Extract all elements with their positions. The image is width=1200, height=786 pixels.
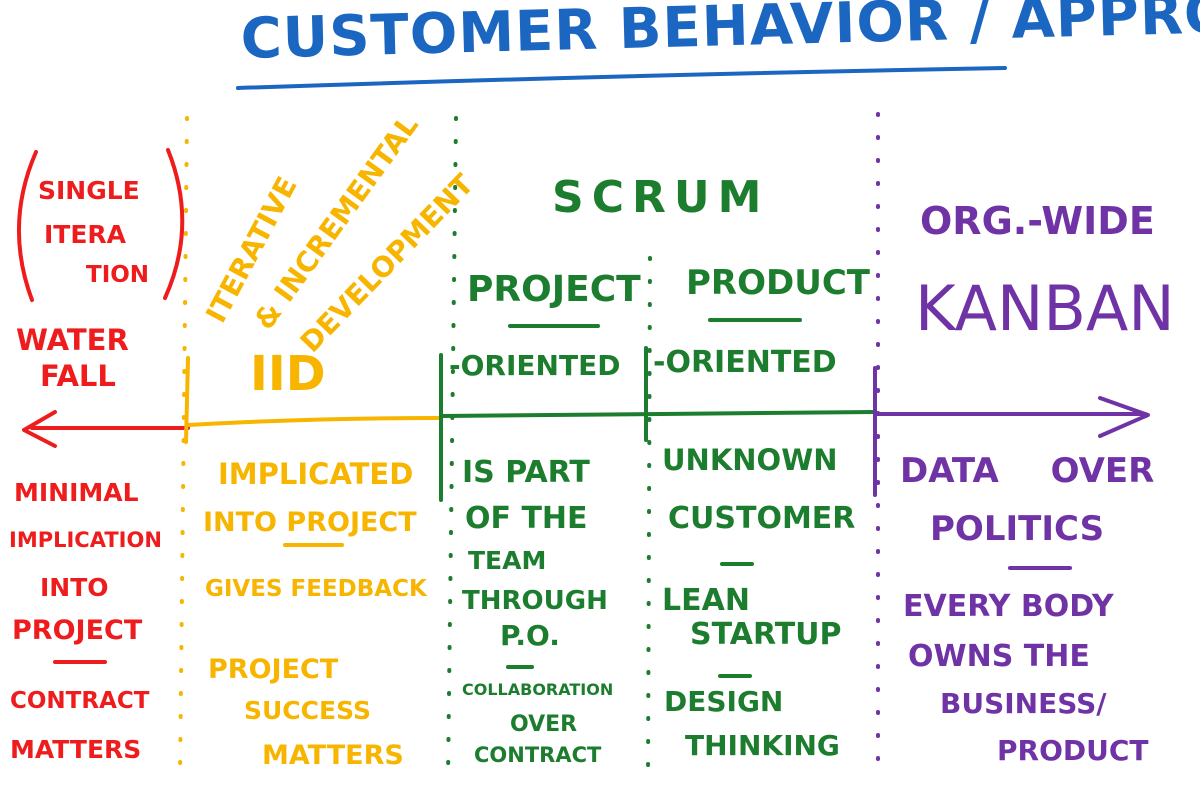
separator-iid-scrum: [446, 116, 458, 780]
bracket-left: [16, 150, 38, 302]
axis-scrum-segment: [440, 410, 877, 418]
single-iteration-label-line-2: ITERA: [44, 220, 127, 249]
waterfall-note-line-1: MINIMAL: [14, 478, 139, 507]
title-underline: [236, 66, 1007, 90]
kanban-note-line-4: OWNS THE: [908, 639, 1090, 674]
kanban-note-line-5: BUSINESS/: [940, 687, 1107, 720]
scrum-product-heading: PRODUCT: [686, 263, 870, 303]
waterfall-note-line-5: CONTRACT: [10, 688, 150, 714]
kanban-note-line-1: DATA OVER: [900, 451, 1155, 491]
iid-note-line-3: GIVES FEEDBACK: [205, 576, 427, 602]
scrum-project-note-line-5: P.O.: [500, 619, 560, 652]
waterfall-note-line-6: MATTERS: [10, 735, 142, 764]
kanban-label-line-2: KANBAN: [915, 272, 1175, 345]
waterfall-note-line-4: PROJECT: [12, 615, 143, 646]
axis-kanban-arrowhead: [1098, 396, 1150, 438]
kanban-note-line-2: POLITICS: [930, 509, 1105, 549]
scrum-project-note-line-7: OVER: [510, 712, 578, 737]
scrum-project-heading: PROJECT: [467, 269, 641, 310]
scrum-name: SCRUM: [552, 172, 770, 223]
waterfall-note-line-3: INTO: [40, 573, 109, 602]
scrum-project-note-line-6: COLLABORATION: [462, 680, 614, 699]
scrum-product-note-line-1: UNKNOWN: [662, 443, 838, 477]
kanban-label-line-1: ORG.-WIDE: [920, 199, 1155, 243]
scrum-product-note-line-5: DESIGN: [664, 685, 784, 718]
bracket-right: [163, 148, 185, 300]
waterfall-note-line-2: IMPLICATION: [9, 528, 162, 552]
iid-note-line-5: SUCCESS: [244, 696, 371, 725]
scrum-product-note-line-6: THINKING: [685, 729, 840, 762]
axis-iid-segment: [186, 416, 442, 427]
axis-waterfall-arrowhead: [22, 410, 57, 448]
scrum-product-subheading: -ORIENTED: [653, 345, 837, 380]
iid-name: IID: [250, 346, 326, 402]
scrum-project-note-line-1: IS PART: [462, 455, 590, 490]
tick-waterfall-iid: [184, 356, 190, 444]
waterfall-name-line-1: WATER: [16, 323, 129, 357]
scrum-project-note-line-3: TEAM: [468, 546, 547, 575]
iid-note-line-6: MATTERS: [262, 740, 404, 771]
scrum-product-note-line-4: STARTUP: [690, 617, 842, 652]
iid-note-line-4: PROJECT: [208, 654, 339, 685]
kanban-note-line-3: EVERY BODY: [903, 589, 1114, 624]
single-iteration-label-line-1: SINGLE: [38, 176, 140, 205]
scrum-project-note-line-4: THROUGH: [462, 586, 608, 616]
scrum-project-subheading: -ORIENTED: [449, 349, 621, 382]
scrum-product-note-line-2: CUSTOMER: [668, 501, 856, 536]
iid-note-line-2: INTO PROJECT: [203, 507, 417, 538]
separator-waterfall-iid: [178, 116, 189, 780]
kanban-note-line-6: PRODUCT: [997, 734, 1149, 767]
scrum-project-note-line-8: CONTRACT: [474, 743, 602, 767]
waterfall-name-line-2: FALL: [40, 359, 116, 393]
scrum-product-note-line-3: LEAN: [662, 583, 750, 618]
single-iteration-label-line-3: TION: [86, 262, 150, 288]
iid-note-line-1: IMPLICATED: [218, 457, 414, 491]
scrum-project-note-line-2: OF THE: [465, 501, 588, 536]
separator-project-product: [646, 256, 652, 780]
